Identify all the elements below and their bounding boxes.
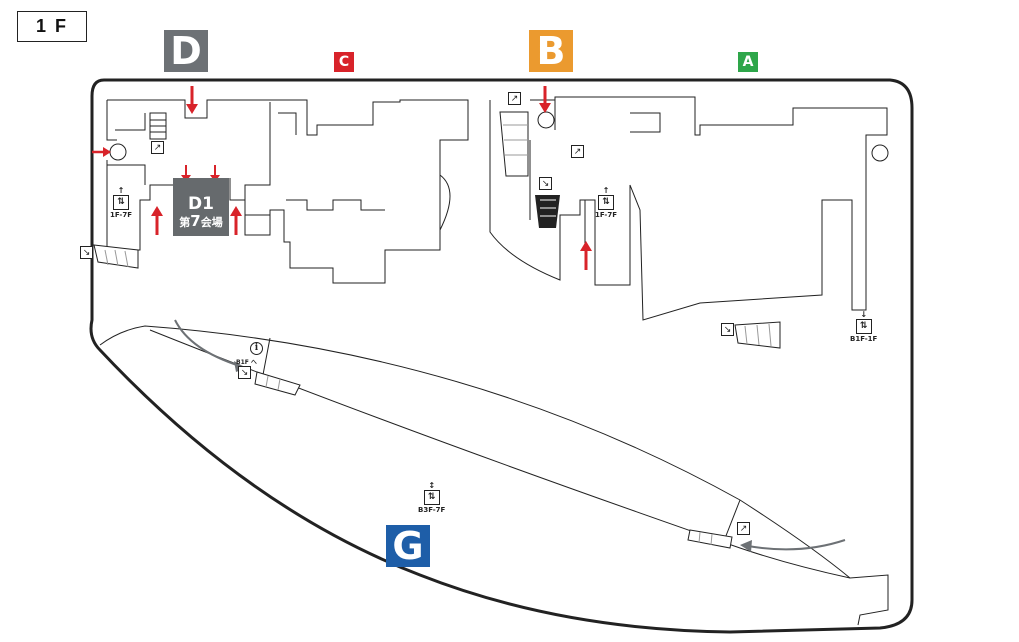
elevator-a-label: B1F-1F	[850, 335, 878, 343]
elevator-a[interactable]: ↓ ⇅ B1F-1F	[850, 310, 878, 344]
entrance-arrow-icon	[230, 206, 242, 235]
elevator-direction-icon: ↓	[860, 310, 868, 319]
zone-a-badge: A	[738, 52, 758, 72]
entrance-arrow-icon	[539, 86, 551, 113]
g-wing-outline	[99, 325, 889, 626]
venue-hall-name: 第7会場	[179, 212, 223, 230]
escalator-a	[734, 321, 781, 349]
escalator-g-east	[687, 529, 733, 549]
venue-d1-hall-7[interactable]: D1 第7会場	[173, 178, 229, 236]
pillar-a	[871, 144, 889, 162]
escalator-icon: ↗	[508, 92, 521, 105]
d-wing-inner-2	[107, 112, 385, 211]
elevator-direction-icon: ↑	[602, 186, 610, 195]
elevator-icon: ⇅	[423, 490, 440, 505]
elevator-d-label: 1F-7F	[110, 211, 132, 219]
zone-d-badge: D	[164, 30, 208, 72]
escalator-b-down	[535, 195, 560, 228]
building-outline	[89, 78, 914, 634]
escalator-icon: ↘	[238, 366, 251, 379]
d-wing-curve	[439, 174, 451, 231]
walkway-arrow-east	[747, 539, 846, 551]
d-wing-outline	[107, 99, 469, 284]
entrance-arrow-icon	[151, 206, 163, 235]
escalator-icon: ↗	[151, 141, 164, 154]
escalator-icon: ↘	[721, 323, 734, 336]
walkway-arrow-west	[174, 319, 241, 367]
escalator-d-main	[149, 112, 167, 140]
elevator-direction-icon: ↕	[428, 481, 436, 490]
elevator-icon: ⇅	[113, 195, 129, 210]
escalator-icon: ↗	[571, 145, 584, 158]
entrance-arrow-icon	[92, 147, 111, 157]
floor-label: 1 F	[17, 11, 87, 42]
escalator-d-west	[93, 244, 139, 269]
escalator-icon: ↘	[539, 177, 552, 190]
zone-b-badge: B	[529, 30, 573, 72]
g-wing-inner	[149, 329, 851, 579]
elevator-g[interactable]: ↕ ⇅ B3F-7F	[418, 481, 446, 515]
elevator-b[interactable]: ↑ ⇅ 1F-7F	[595, 186, 617, 220]
venue-code: D1	[188, 194, 214, 214]
zone-g-badge: G	[386, 525, 430, 567]
elevator-b-label: 1F-7F	[595, 211, 617, 219]
elevator-icon: ⇅	[598, 195, 614, 210]
escalator-icon: ↘	[80, 246, 93, 259]
elevator-d[interactable]: ↑ ⇅ 1F-7F	[110, 186, 132, 220]
entrance-arrow-icon	[580, 241, 592, 270]
escalator-g-west	[254, 371, 301, 396]
entrance-arrow-icon	[186, 86, 198, 114]
b-wing-outline	[489, 96, 888, 321]
escalator-b-main	[499, 111, 529, 177]
b-wing-inner	[529, 100, 661, 245]
escalator-icon: ↗	[737, 522, 750, 535]
entrance-arrows	[92, 86, 592, 270]
zone-c-badge: C	[334, 52, 354, 72]
elevator-icon: ⇅	[855, 319, 872, 334]
pillar-d	[109, 143, 127, 161]
walkway-arrow-east-head	[740, 540, 752, 552]
pillar-b	[537, 111, 555, 129]
info-icon[interactable]: i	[250, 342, 263, 355]
escalator-to-b1f-note: B1F へ	[236, 359, 257, 366]
elevator-g-label: B3F-7F	[418, 506, 446, 514]
elevator-direction-icon: ↑	[117, 186, 125, 195]
